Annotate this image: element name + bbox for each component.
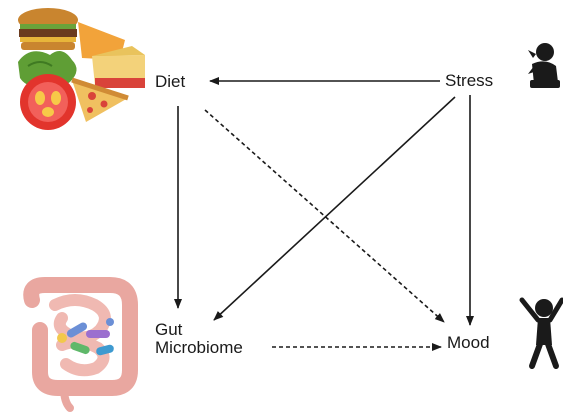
food-illustration: [18, 8, 145, 130]
node-stress: Stress: [445, 71, 493, 90]
arrow-diet-to-mood: [205, 110, 444, 322]
node-gut-microbiome-line1: Gut: [155, 320, 182, 339]
arrow-stress-to-gut: [214, 97, 455, 320]
node-diet: Diet: [155, 72, 185, 91]
node-gut-microbiome-line2: Microbiome: [155, 338, 243, 357]
intestine-microbiome-illustration: [31, 285, 130, 408]
happy-person-icon: [522, 299, 562, 366]
stressed-person-icon: [528, 43, 560, 88]
node-mood: Mood: [447, 333, 490, 352]
